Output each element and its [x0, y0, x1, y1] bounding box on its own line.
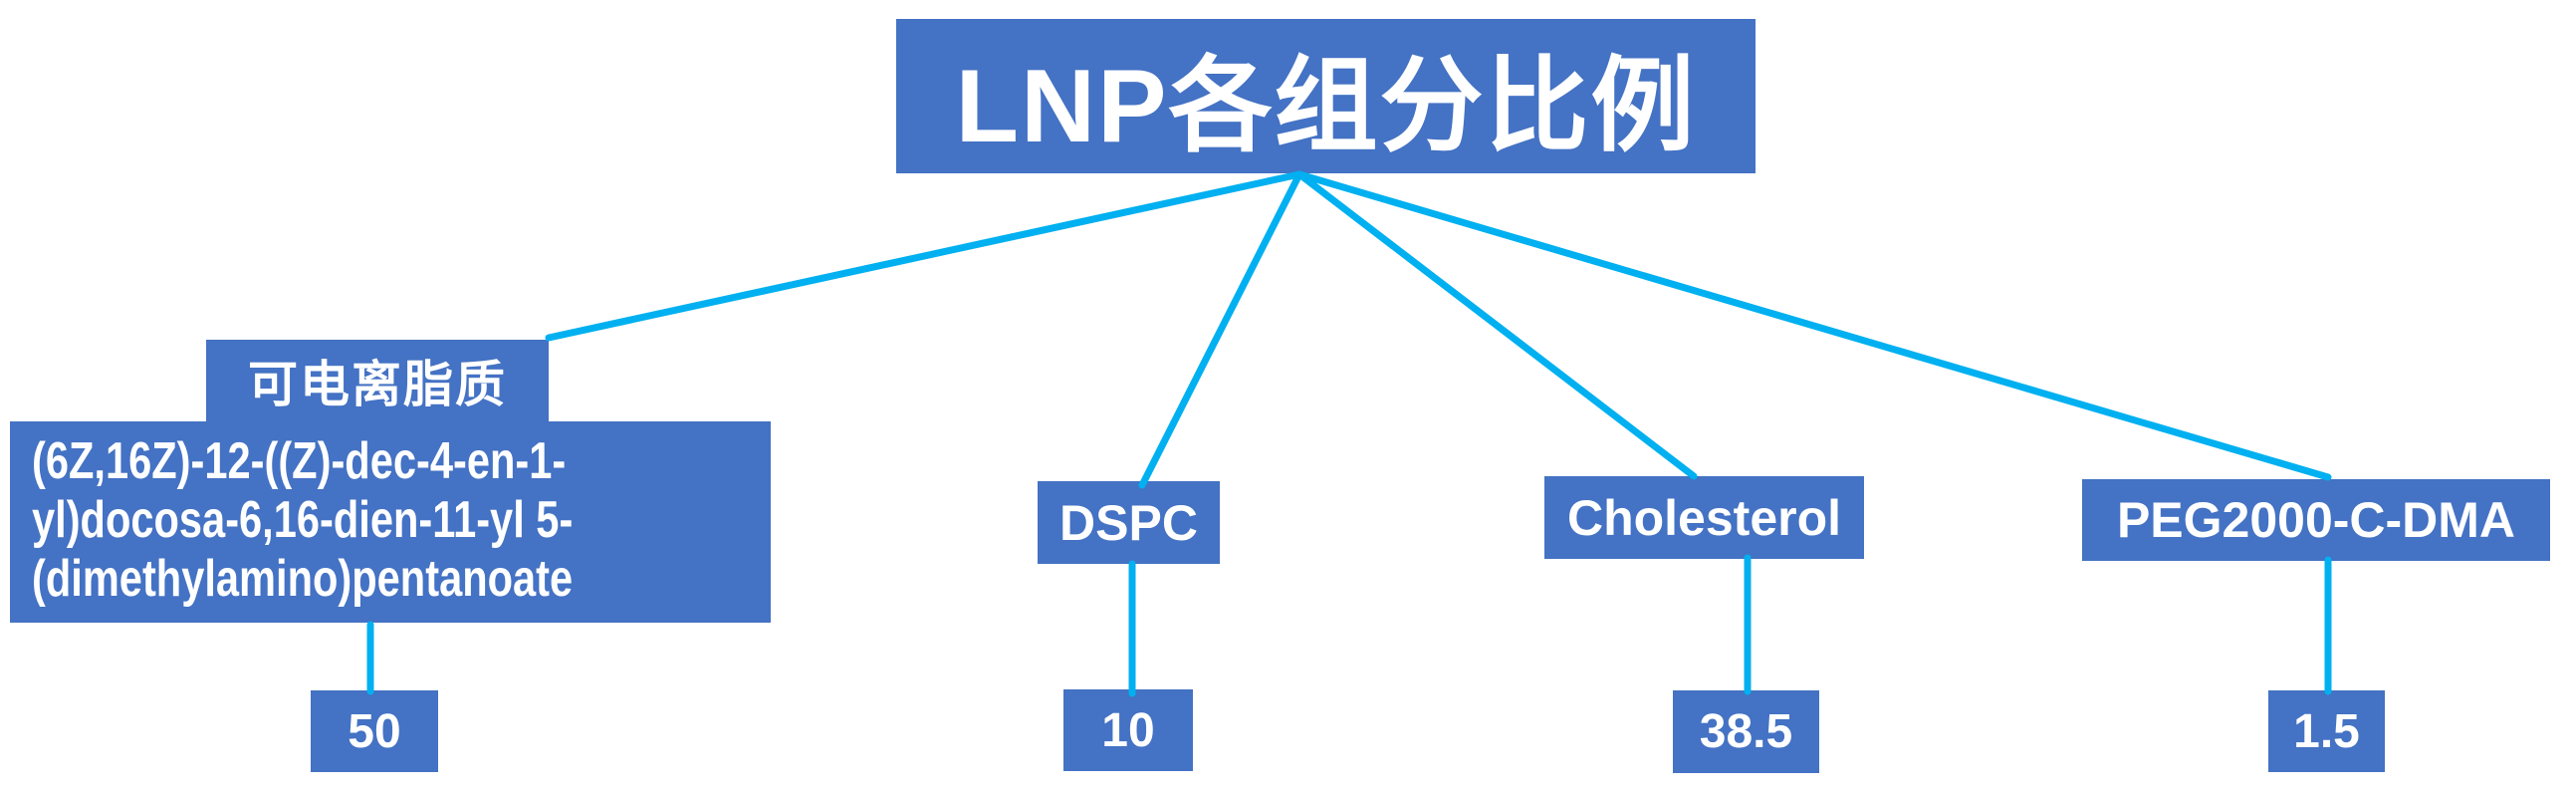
ionizable-lipid-chemical-name-node: (6Z,16Z)-12-((Z)-dec-4-en-1- yl)docosa-6…	[10, 421, 771, 623]
diagram-title-node: LNP各组分比例	[896, 19, 1756, 173]
peg2000-c-dma-value-node: 1.5	[2268, 690, 2385, 772]
connector-title-to-cholesterol	[1295, 170, 1698, 480]
ionizable-lipid-value-text: 50	[348, 704, 401, 758]
chemical-name-line-3: (dimethylamino)pentanoate	[32, 550, 574, 608]
connector-title-to-ionizable-lipid	[545, 170, 1303, 342]
cholesterol-value-node: 38.5	[1673, 690, 1819, 773]
ionizable-lipid-label-text: 可电离脂质	[248, 357, 507, 412]
chemical-name-line-1: (6Z,16Z)-12-((Z)-dec-4-en-1-	[32, 432, 567, 490]
cholesterol-label-text: Cholesterol	[1566, 489, 1842, 546]
cholesterol-value-text: 38.5	[1699, 705, 1793, 758]
connector-title-to-dspc	[1138, 170, 1303, 489]
peg2000-c-dma-node: PEG2000-C-DMA	[2082, 479, 2550, 561]
ionizable-lipid-value-node: 50	[311, 690, 438, 772]
peg2000-c-dma-label-text: PEG2000-C-DMA	[2116, 492, 2516, 548]
dspc-value-text: 10	[1101, 703, 1155, 757]
peg2000-c-dma-value-text: 1.5	[2293, 704, 2360, 758]
cholesterol-node: Cholesterol	[1544, 476, 1864, 559]
dspc-node: DSPC	[1038, 481, 1220, 564]
chemical-name-line-2: yl)docosa-6,16-dien-11-yl 5-	[32, 491, 574, 549]
diagram-title-text: LNP各组分比例	[955, 49, 1697, 164]
dspc-value-node: 10	[1063, 689, 1193, 771]
dspc-label-text: DSPC	[1059, 494, 1198, 551]
ionizable-lipid-label-node: 可电离脂质	[206, 340, 549, 421]
connector-title-to-peg2000-c-dma	[1295, 170, 2332, 481]
